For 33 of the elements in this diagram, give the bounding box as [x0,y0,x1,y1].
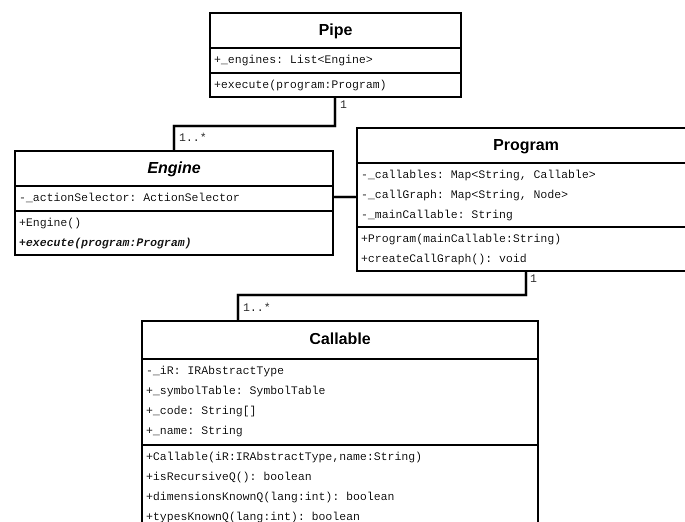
operation: +isRecursiveQ(): boolean [146,470,313,486]
class-name: Pipe [318,21,354,41]
operation: +Callable(iR:IRAbstractType,name:String) [146,450,424,466]
operations-compartment [143,444,537,522]
attribute: +_engines: List<Engine> [214,53,374,69]
association-line [332,196,358,198]
multiplicity: 1 [340,99,347,112]
operation: +execute(program:Program) [19,236,193,252]
multiplicity: 1 [530,273,537,286]
multiplicity: 1..* [243,302,271,315]
class-box [141,320,539,522]
attribute: +_code: String[] [146,404,258,420]
multiplicity: 1..* [179,132,207,145]
attribute: -_mainCallable: String [361,208,514,224]
class-name: Program [492,136,560,156]
association-line [236,272,528,320]
attribute: -_callGraph: Map<String, Node> [361,188,570,204]
attribute: +_symbolTable: SymbolTable [146,384,326,400]
association-line [172,98,336,150]
class-name: Engine [146,159,202,179]
operation: +execute(program:Program) [214,78,388,94]
attribute: -_iR: IRAbstractType [146,364,286,380]
attribute: -_callables: Map<String, Callable> [361,168,597,184]
operation: +dimensionsKnownQ(lang:int): boolean [146,490,396,506]
class-box [14,150,334,256]
attribute: +_name: String [146,424,244,440]
operation: +createCallGraph(): void [361,252,528,268]
class-name: Callable [308,330,372,350]
operation: +Engine() [19,216,82,232]
attribute: -_actionSelector: ActionSelector [19,191,241,207]
class-box [209,12,462,98]
class-box [356,127,685,272]
operation: +Program(mainCallable:String) [361,232,562,248]
